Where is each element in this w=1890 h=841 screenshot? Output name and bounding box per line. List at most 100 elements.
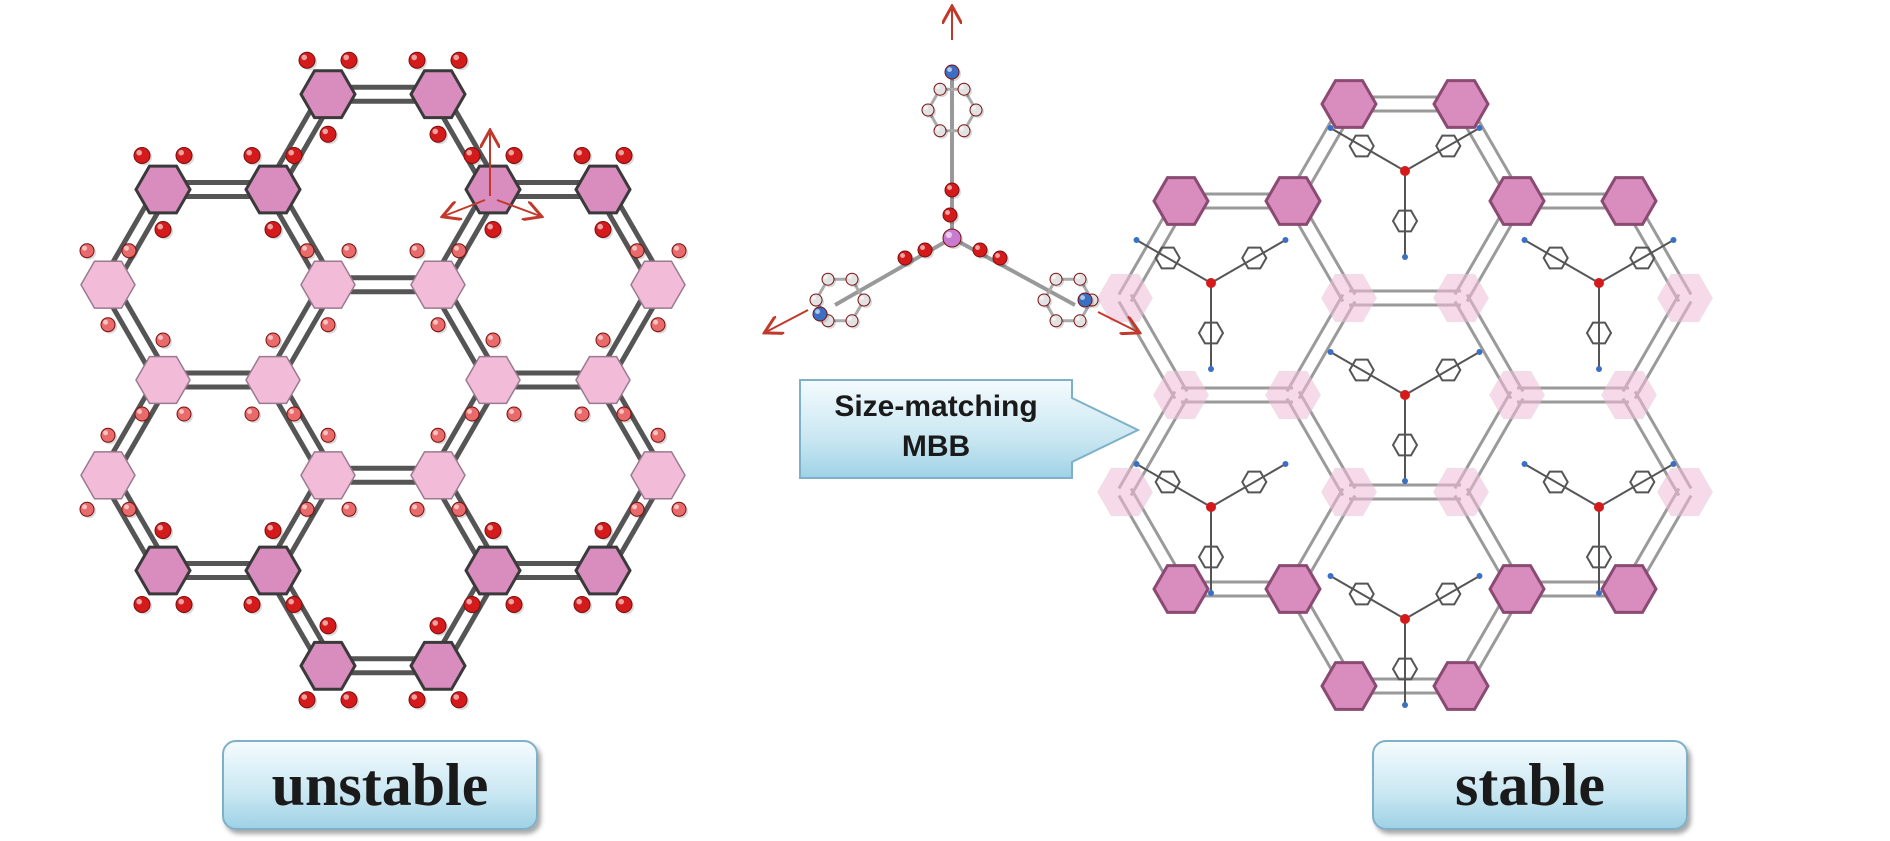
oxygen-atom-icon <box>340 51 358 69</box>
oxygen-atom-icon <box>450 691 468 709</box>
oxygen-atom-icon <box>594 522 612 539</box>
nitrogen-atom-icon <box>1521 237 1528 243</box>
nitrogen-atom-icon <box>1133 237 1140 243</box>
pyridine-ring-icon <box>1154 246 1181 270</box>
hexagon-node-icon <box>1432 661 1490 711</box>
oxygen-atom-icon <box>265 332 281 348</box>
hexagon-node-icon <box>1321 273 1377 323</box>
hexagon-node-icon <box>1433 467 1489 517</box>
pyridine-ring-icon <box>1629 470 1656 494</box>
oxygen-atom-icon <box>264 221 282 238</box>
pyridine-ring-icon <box>1542 246 1569 270</box>
nitrogen-atom-icon <box>1133 461 1140 467</box>
hexagon-node-icon <box>244 332 303 423</box>
phosphorus-center-icon <box>1400 390 1410 400</box>
oxygen-atom-icon <box>285 147 303 164</box>
nitrogen-atom-icon <box>1208 366 1214 372</box>
oxygen-atom-icon <box>408 691 426 709</box>
hexagon-node-icon <box>1321 467 1377 517</box>
carbon-atom-icon <box>821 272 835 286</box>
oxygen-atom-icon <box>155 332 171 348</box>
nitrogen-atom-icon <box>1476 349 1483 355</box>
nitrogen-atom-icon <box>1670 237 1677 243</box>
oxygen-atom-icon <box>100 427 116 443</box>
hexagon-node-icon <box>1264 176 1322 226</box>
linker-arm <box>1598 239 1674 284</box>
nitrogen-atom-icon <box>1596 590 1602 596</box>
oxygen-atom-icon <box>409 501 425 517</box>
oxygen-atom-icon <box>100 317 116 333</box>
oxygen-atom-icon <box>917 242 933 258</box>
pyridine-ring-icon <box>1348 134 1375 158</box>
hexagon-node-icon <box>1433 273 1489 323</box>
linker-arm <box>1210 463 1286 508</box>
nitrogen-atom-icon <box>1402 478 1408 484</box>
hexagon-node-icon <box>298 51 359 145</box>
hexagon-node-icon <box>464 332 523 423</box>
stable-label: stable <box>1372 740 1688 830</box>
hexagon-node-icon <box>1152 564 1210 614</box>
hexagon-node-icon <box>574 332 633 423</box>
linker-arm <box>1136 463 1212 508</box>
oxygen-atom-icon <box>574 406 590 422</box>
oxygen-atom-icon <box>671 243 687 259</box>
carbon-atom-icon <box>1073 314 1087 328</box>
oxygen-atom-icon <box>340 691 358 709</box>
hexagon-node-icon <box>1600 564 1658 614</box>
oxygen-atom-icon <box>616 406 632 422</box>
callout-line-1: Size-matching <box>834 390 1038 423</box>
bond <box>951 236 1076 307</box>
pyridine-ring-icon <box>1629 246 1656 270</box>
nitrogen-atom-icon <box>944 64 960 80</box>
oxygen-atom-icon <box>285 596 303 613</box>
phosphorus-center-icon <box>1206 502 1216 512</box>
oxygen-atom-icon <box>484 522 502 539</box>
mbb-molecule <box>809 64 1100 329</box>
carbon-atom-icon <box>957 124 971 138</box>
pyridine-ring-icon <box>1348 582 1375 606</box>
arrow-icon <box>496 199 540 216</box>
pyridine-ring-icon <box>1154 470 1181 494</box>
oxygen-atom-icon <box>897 250 913 266</box>
oxygen-atom-icon <box>629 501 645 517</box>
hexagon-node-icon <box>243 522 304 615</box>
hexagon-node-icon <box>1097 467 1153 517</box>
carbon-atom-icon <box>845 314 859 328</box>
stable-framework <box>1097 79 1713 711</box>
oxygen-atom-icon <box>430 427 446 443</box>
carbon-atom-icon <box>1073 272 1087 286</box>
unstable-framework <box>79 51 688 710</box>
arrow-icon <box>444 199 486 216</box>
hexagon-node-icon <box>1657 273 1713 323</box>
hexagon-node-icon <box>409 427 468 519</box>
hexagon-node-icon <box>1152 176 1210 226</box>
linker-arm <box>1136 239 1212 284</box>
pyridine-ring-icon <box>1585 321 1613 345</box>
hexagon-node-icon <box>408 617 469 710</box>
pyridine-ring-icon <box>1391 209 1419 233</box>
hexagon-node-icon <box>629 427 688 519</box>
hexagon-node-icon <box>243 147 304 240</box>
pyridine-ring-icon <box>1197 321 1225 345</box>
hexagon-node-icon <box>1489 370 1545 420</box>
oxygen-atom-icon <box>134 406 150 422</box>
nitrogen-atom-icon <box>1670 461 1677 467</box>
oxygen-atom-icon <box>243 147 261 164</box>
oxygen-atom-icon <box>464 406 480 422</box>
carbon-atom-icon <box>1049 314 1063 328</box>
oxygen-atom-icon <box>341 501 357 517</box>
pyridine-ring-icon <box>1435 358 1462 382</box>
hexagon-node-icon <box>298 617 359 710</box>
hexagon-node-icon <box>299 243 358 334</box>
nitrogen-atom-icon <box>812 306 828 322</box>
hexagon-node-icon <box>133 147 194 240</box>
oxygen-atom-icon <box>650 427 666 443</box>
carbon-atom-icon <box>957 82 971 96</box>
oxygen-atom-icon <box>319 125 337 143</box>
oxygen-atom-icon <box>320 317 336 333</box>
phosphorus-center-icon <box>1594 278 1604 288</box>
linker-arm <box>1524 239 1600 284</box>
linker-arm <box>1330 351 1406 396</box>
nitrogen-atom-icon <box>1402 702 1408 708</box>
phosphorus-atom-icon <box>942 228 962 248</box>
